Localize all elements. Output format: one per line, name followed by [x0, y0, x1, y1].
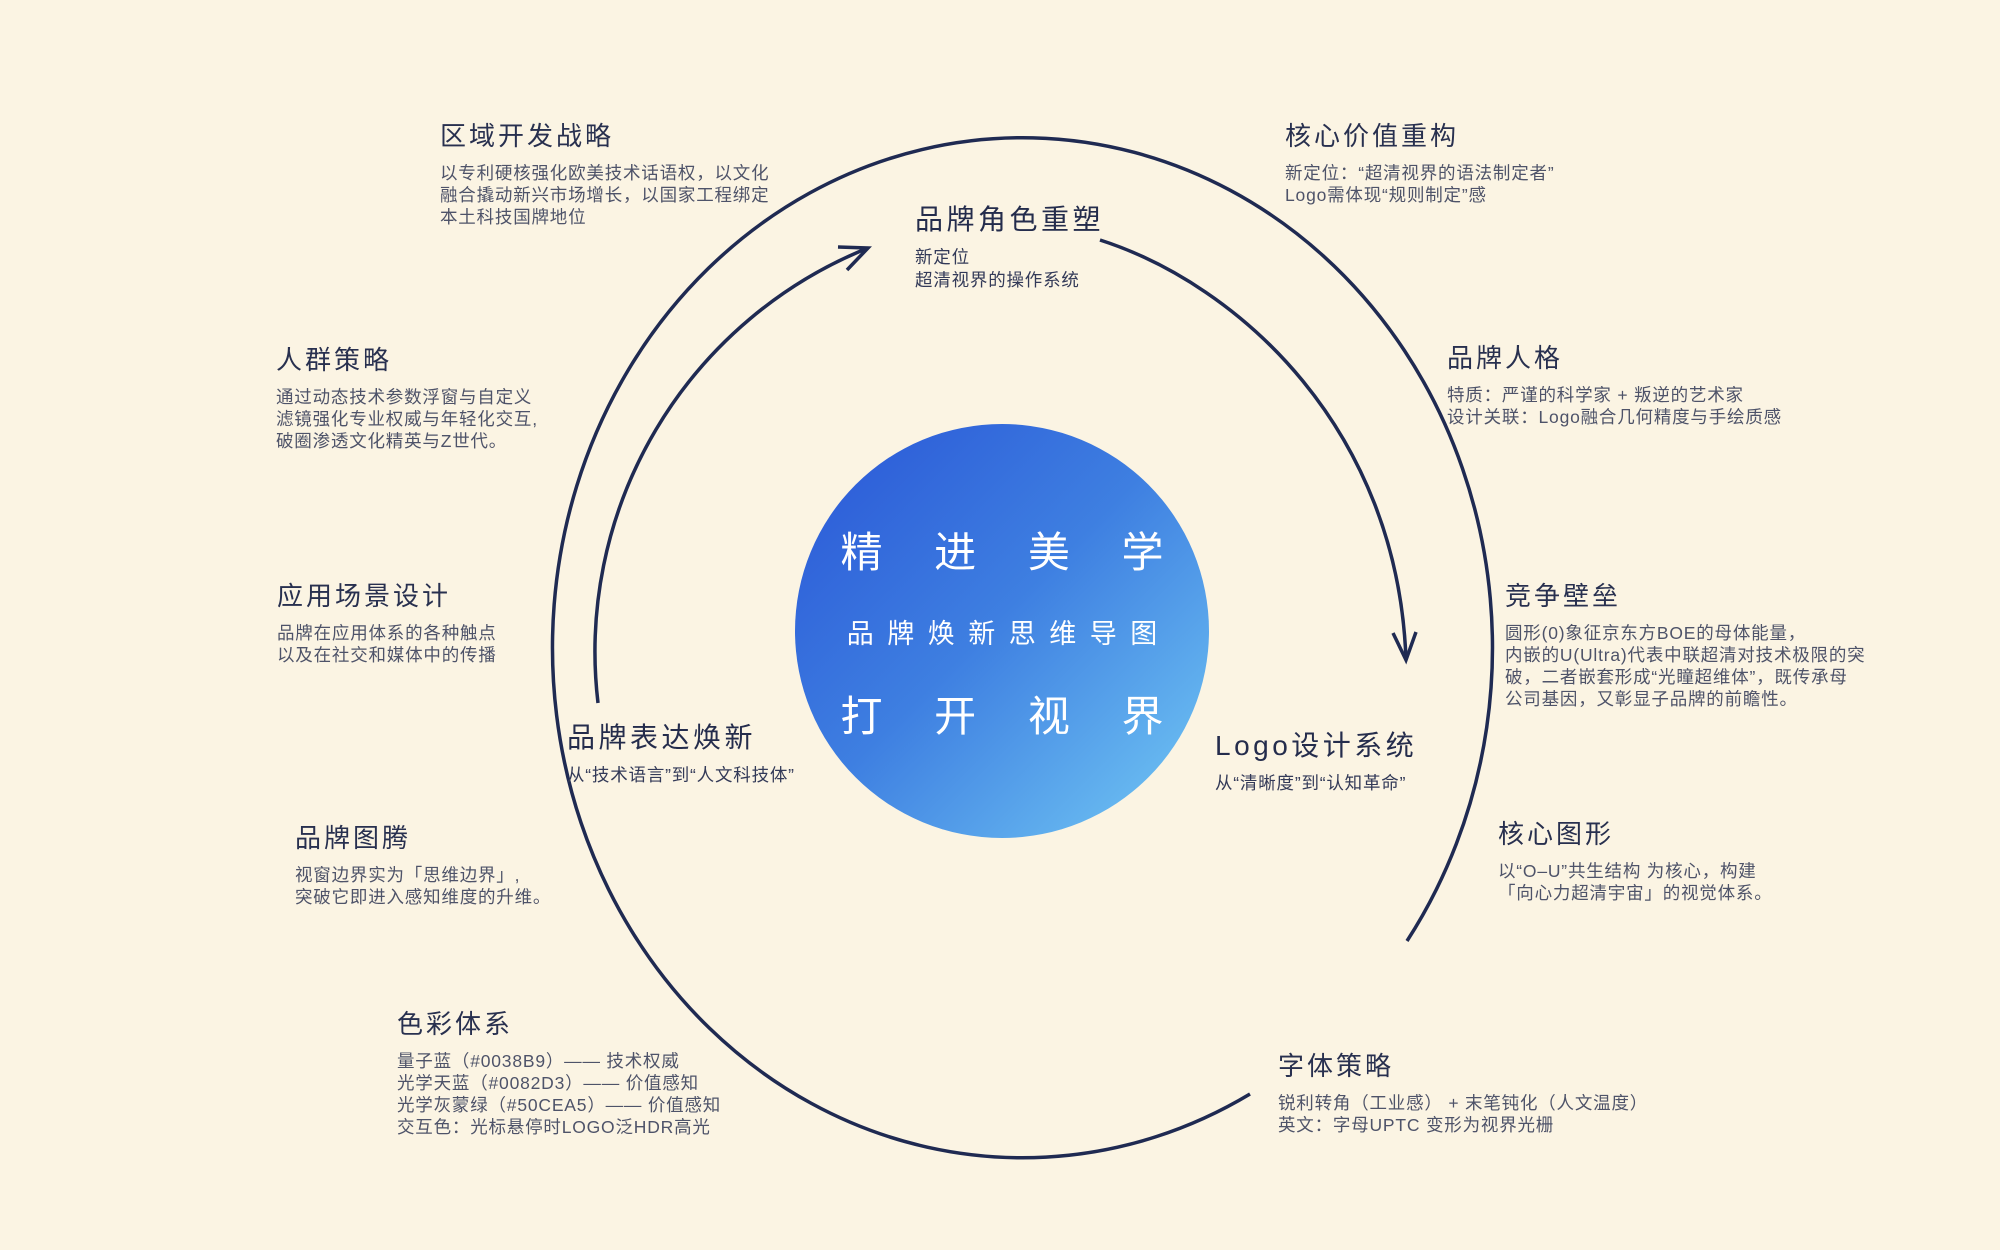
node-body: 圆形(0)象征京东方BOE的母体能量， 内嵌的U(Ultra)代表中联超清对技术… — [1505, 623, 1866, 709]
node-body: 视窗边界实为「思维边界」, 突破它即进入感知维度的升维。 — [295, 865, 552, 907]
node-application-scenes: 应用场景设计 品牌在应用体系的各种触点 以及在社交和媒体中的传播 — [277, 576, 497, 666]
node-title: 品牌图腾 — [295, 823, 412, 853]
node-color-system: 色彩体系 量子蓝（#0038B9）—— 技术权威 光学天蓝（#0082D3）——… — [397, 1004, 721, 1138]
node-body: 品牌在应用体系的各种触点 以及在社交和媒体中的传播 — [277, 623, 497, 665]
center-title-line1: 精 进 美 学 — [840, 528, 1184, 576]
node-title: 人群策略 — [276, 345, 393, 375]
node-crowd-strategy: 人群策略 通过动态技术参数浮窗与自定义 滤镜强化专业权威与年轻化交互, 破圈渗透… — [276, 340, 538, 452]
node-body: 量子蓝（#0038B9）—— 技术权威 光学天蓝（#0082D3）—— 价值感知… — [397, 1051, 722, 1137]
node-title: 品牌人格 — [1447, 343, 1564, 373]
node-title: 竞争壁垒 — [1505, 581, 1622, 611]
node-typography-strategy: 字体策略 锐利转角（工业感） + 末笔钝化（人文温度） 英文：字母UPTC 变形… — [1278, 1046, 1648, 1136]
node-title: 应用场景设计 — [277, 581, 452, 611]
node-title: 色彩体系 — [397, 1009, 514, 1039]
node-logo-system: Logo设计系统 从“清晰度”到“认知革命” — [1215, 724, 1417, 795]
node-brand-expression: 品牌表达焕新 从“技术语言”到“人文科技体” — [567, 716, 795, 787]
node-title: 品牌角色重塑 — [915, 204, 1105, 235]
node-body: 从“清晰度”到“认知革命” — [1215, 773, 1407, 793]
node-title: 品牌表达焕新 — [567, 722, 757, 753]
center-subtitle: 品 牌 焕 新 思 维 导 图 — [846, 618, 1161, 649]
node-body: 以专利硬核强化欧美技术话语权，以文化 融合撬动新兴市场增长，以国家工程绑定 本土… — [440, 163, 770, 227]
cycle-arrow-left-head — [837, 245, 872, 272]
node-core-value: 核心价值重构 新定位：“超清视界的语法制定者” Logo需体现“规则制定”感 — [1285, 116, 1554, 206]
node-brand-totem: 品牌图腾 视窗边界实为「思维边界」, 突破它即进入感知维度的升维。 — [295, 818, 551, 908]
center-circle: 精 进 美 学 品 牌 焕 新 思 维 导 图 打 开 视 界 — [795, 424, 1209, 838]
cycle-arrow-right-arc — [1099, 238, 1408, 661]
node-title: 区域开发战略 — [440, 121, 615, 151]
node-body: 特质：严谨的科学家 + 叛逆的艺术家 设计关联：Logo融合几何精度与手绘质感 — [1447, 385, 1782, 427]
center-title-line2: 打 开 视 界 — [840, 692, 1184, 740]
node-body: 从“技术语言”到“人文科技体” — [567, 765, 795, 785]
node-title: 核心价值重构 — [1285, 121, 1460, 151]
node-title: 核心图形 — [1498, 819, 1615, 849]
node-title: Logo设计系统 — [1215, 730, 1418, 761]
node-body: 以“O–U”共生结构 为核心，构建 「向心力超清宇宙」的视觉体系。 — [1498, 861, 1773, 903]
node-brand-persona: 品牌人格 特质：严谨的科学家 + 叛逆的艺术家 设计关联：Logo融合几何精度与… — [1447, 338, 1782, 428]
node-competitive-moat: 竞争壁垒 圆形(0)象征京东方BOE的母体能量， 内嵌的U(Ultra)代表中联… — [1505, 576, 1865, 710]
cycle-ring-arc — [550, 136, 1495, 1160]
node-title: 字体策略 — [1278, 1051, 1395, 1081]
node-body: 锐利转角（工业感） + 末笔钝化（人文温度） 英文：字母UPTC 变形为视界光栅 — [1278, 1093, 1649, 1135]
node-body: 新定位 超清视界的操作系统 — [915, 247, 1080, 290]
cycle-arrow-left-arc — [593, 246, 869, 704]
node-brand-role: 品牌角色重塑 新定位 超清视界的操作系统 — [915, 198, 1104, 292]
node-body: 新定位：“超清视界的语法制定者” Logo需体现“规则制定”感 — [1285, 163, 1555, 205]
node-body: 通过动态技术参数浮窗与自定义 滤镜强化专业权威与年轻化交互, 破圈渗透文化精英与… — [276, 387, 538, 451]
node-region-dev-strategy: 区域开发战略 以专利硬核强化欧美技术话语权，以文化 融合撬动新兴市场增长，以国家… — [440, 116, 769, 228]
cycle-arrow-right-head — [1391, 631, 1418, 665]
node-core-shape: 核心图形 以“O–U”共生结构 为核心，构建 「向心力超清宇宙」的视觉体系。 — [1498, 814, 1773, 904]
